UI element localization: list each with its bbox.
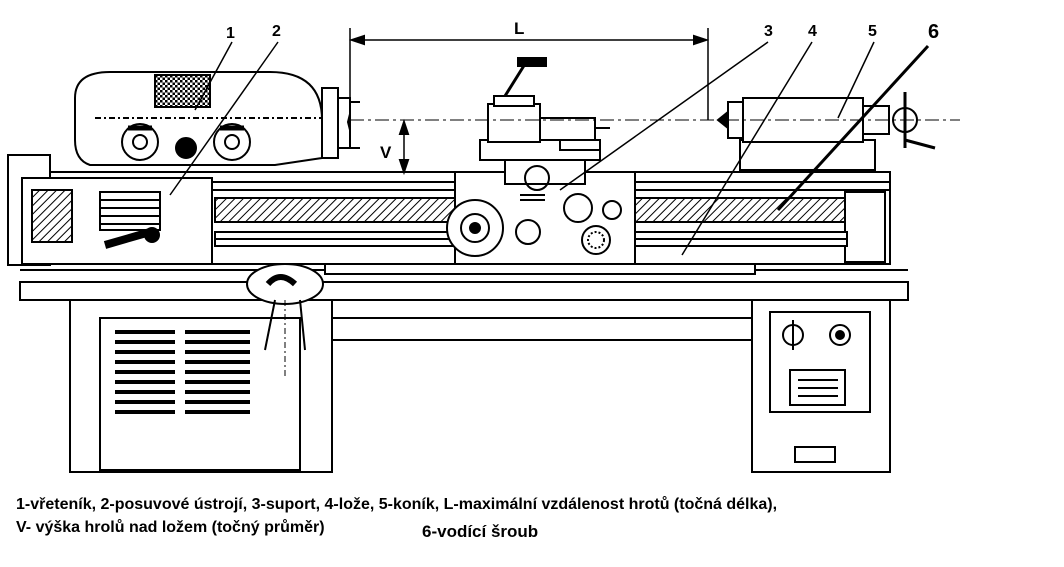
left-pedestal xyxy=(69,299,333,473)
dimension-l-label: L xyxy=(514,19,524,38)
chip-tray xyxy=(19,281,909,341)
dimension-v xyxy=(395,118,455,176)
chip-guard xyxy=(246,263,324,378)
caption-line-1: 1-vřeteník, 2-posuvové ústrojí, 3-suport… xyxy=(16,496,778,513)
label-5: 5 xyxy=(868,23,877,40)
headstock xyxy=(74,71,360,166)
carriage xyxy=(446,159,636,265)
dimension-l xyxy=(348,28,710,120)
label-2: 2 xyxy=(272,23,281,40)
vent-slots xyxy=(115,330,250,414)
caption-line-3: 6-vodící šroub xyxy=(422,522,539,541)
feed-gearbox xyxy=(7,154,213,266)
tool-post xyxy=(479,57,610,161)
right-pedestal xyxy=(751,299,891,473)
lathe-outline xyxy=(7,28,960,473)
label-3: 3 xyxy=(764,23,773,40)
label-1: 1 xyxy=(226,25,235,42)
caption-line-2: V- výška hrolů nad ložem (točný průměr) xyxy=(16,519,325,536)
label-6: 6 xyxy=(928,21,939,43)
leader-lines xyxy=(169,41,930,256)
label-4: 4 xyxy=(808,23,817,40)
dimension-v-label: V xyxy=(380,143,392,162)
